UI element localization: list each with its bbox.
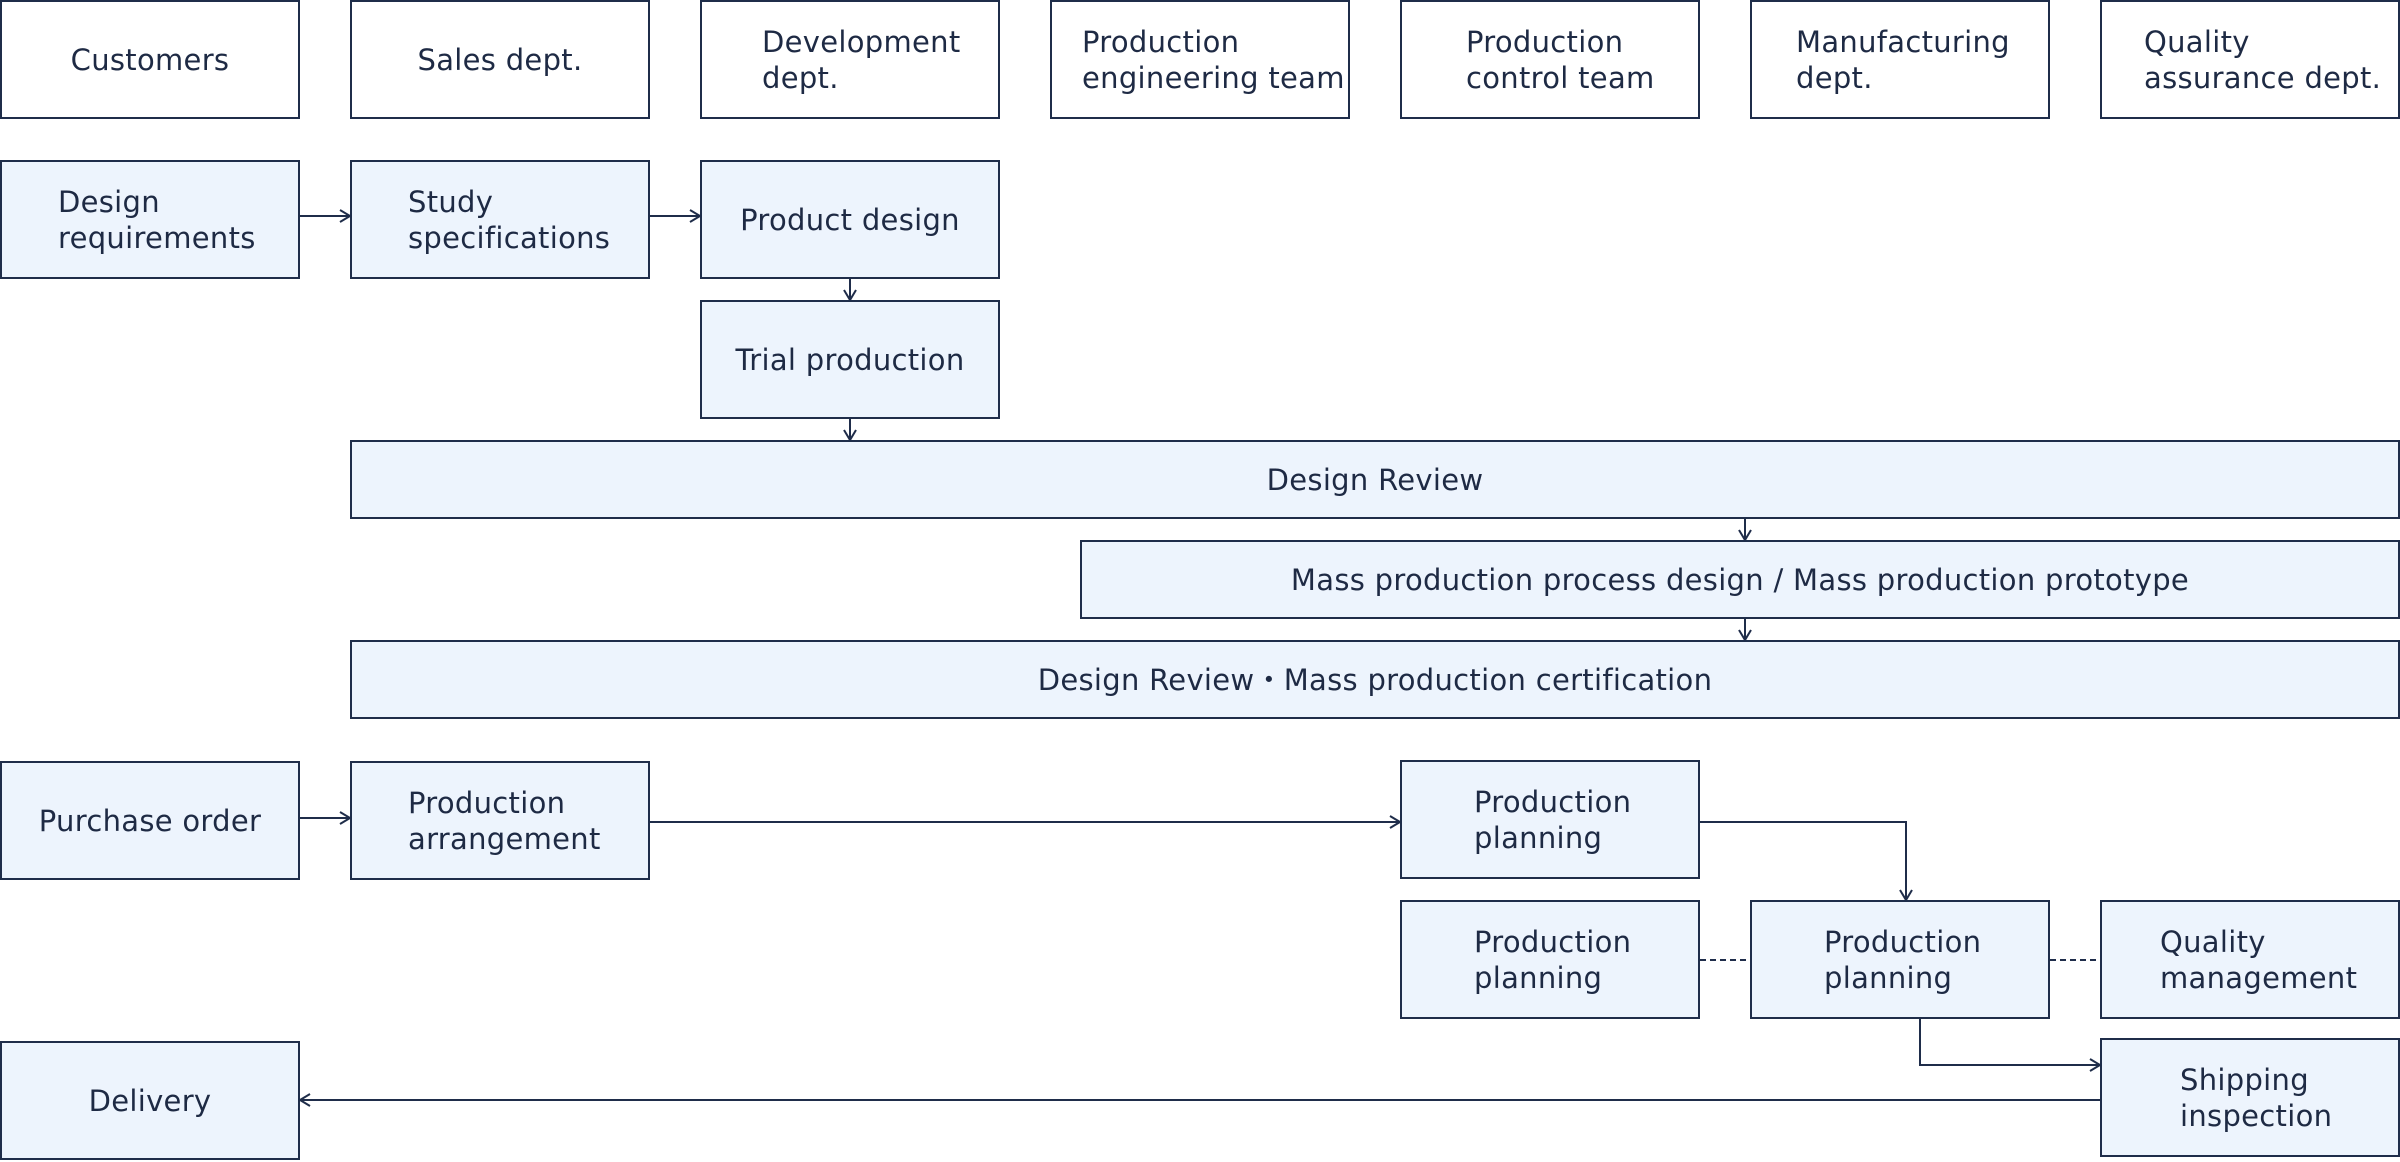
header-development-dept: Development dept. — [700, 0, 1000, 119]
step-mass-production-process-design: Mass production process design / Mass pr… — [1080, 540, 2400, 619]
step-study-specifications: Study specifications — [350, 160, 650, 279]
step-production-arrangement: Production arrangement — [350, 761, 650, 880]
step-trial-production: Trial production — [700, 300, 1000, 419]
header-sales-dept: Sales dept. — [350, 0, 650, 119]
step-product-design: Product design — [700, 160, 1000, 279]
arrow-manufacturing-planning-to-shipping-inspection — [1919, 1019, 2102, 1072]
arrow-production-planning-to-manufacturing-planning — [1700, 821, 1913, 902]
header-quality-assurance-dept: Quality assurance dept. — [2100, 0, 2400, 119]
step-design-requirements: Design requirements — [0, 160, 300, 279]
header-production-engineering-team: Production engineering team — [1050, 0, 1350, 119]
step-quality-management: Quality management — [2100, 900, 2400, 1019]
header-manufacturing-dept: Manufacturing dept. — [1750, 0, 2050, 119]
header-production-control-team: Production control team — [1400, 0, 1700, 119]
step-delivery: Delivery — [0, 1041, 300, 1160]
step-shipping-inspection: Shipping inspection — [2100, 1038, 2400, 1157]
step-purchase-order: Purchase order — [0, 761, 300, 880]
step-design-review-mass-production-certification: Design Review・Mass production certificat… — [350, 640, 2400, 719]
header-customers: Customers — [0, 0, 300, 119]
step-design-review: Design Review — [350, 440, 2400, 519]
step-production-planning-manufacturing: Production planning — [1750, 900, 2050, 1019]
step-production-planning-control: Production planning — [1400, 760, 1700, 879]
step-production-planning-engineering: Production planning — [1400, 900, 1700, 1019]
